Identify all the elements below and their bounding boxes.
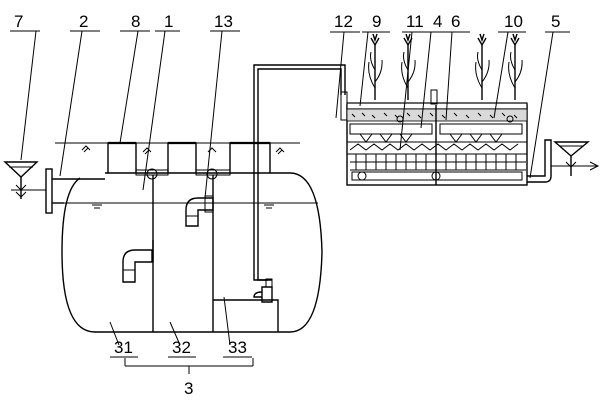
label-6: 6 <box>451 12 460 31</box>
inlet-funnel-icon <box>3 161 39 199</box>
label-2: 2 <box>79 12 88 31</box>
callout-labels: 7 2 8 1 13 12 9 11 4 6 10 5 31 32 33 3 <box>14 12 560 398</box>
label-10: 10 <box>504 12 523 31</box>
bottom-fill-layer <box>350 154 526 171</box>
label-7: 7 <box>14 12 23 31</box>
outlet-funnel-icon <box>553 141 590 176</box>
gravel-layer <box>346 108 528 122</box>
label-32: 32 <box>172 338 191 357</box>
label-8: 8 <box>131 12 140 31</box>
outlet-pipe <box>527 139 600 183</box>
tank-partitions <box>152 175 279 332</box>
label-9: 9 <box>372 12 381 31</box>
label-4: 4 <box>433 12 442 31</box>
pump <box>253 278 273 303</box>
label-33: 33 <box>228 338 247 357</box>
middle-fill-layer <box>347 141 527 155</box>
wetland-plants <box>368 33 523 100</box>
constructed-wetland <box>340 89 528 186</box>
label-underlines <box>10 30 570 358</box>
leader-lines <box>20 30 554 374</box>
label-11: 11 <box>406 12 424 31</box>
water-level-lines <box>64 202 318 209</box>
delivery-pipe <box>253 64 346 281</box>
label-5: 5 <box>551 12 560 31</box>
septic-tank <box>61 141 323 333</box>
label-12: 12 <box>334 12 353 31</box>
elbow-pipe-31 <box>122 249 153 283</box>
label-13: 13 <box>214 12 233 31</box>
label-3: 3 <box>184 379 193 398</box>
label-31: 31 <box>114 338 133 357</box>
label-1: 1 <box>164 12 173 31</box>
inlet-pipe <box>20 168 105 214</box>
ground-surface <box>55 142 300 155</box>
elbow-pipe-13 <box>185 195 214 227</box>
